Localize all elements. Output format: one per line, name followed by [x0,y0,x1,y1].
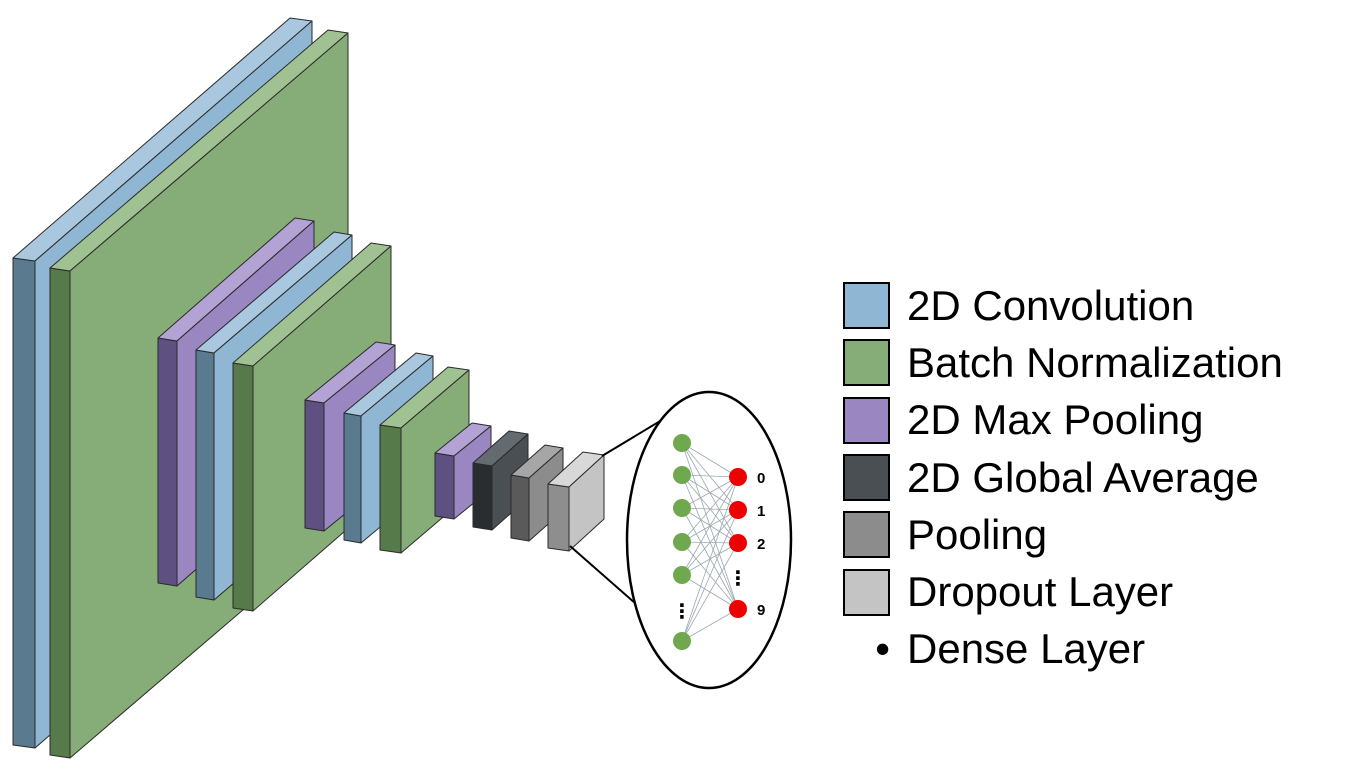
layer-side-face [49,267,71,759]
layer-side-face [343,412,362,544]
legend-item-gap: 2D Global Average [843,449,1353,506]
layer-side-face [434,452,455,520]
layer-side-face [195,349,215,601]
dense-output-label-2: 1 [757,503,765,520]
dense-output-label-4: 9 [757,602,765,619]
layer-side-face [232,362,254,612]
dense-zoom-callout: 0 1 2 9 ⋮ ⋮ [569,390,793,690]
legend-label-batchnorm: Batch Normalization [907,338,1283,386]
dense-input-node-3 [673,499,691,517]
dense-connection [681,509,739,642]
layer-side-face [304,399,325,532]
layer-stack [12,17,605,759]
legend-label-gap: 2D Global Average [907,453,1259,501]
dense-input-node-5 [673,566,691,584]
legend-item-dense: • Dense Layer [843,621,1353,678]
layer-side-face [379,424,402,554]
legend-label-dense: Dense Layer [907,625,1146,673]
dense-connection [681,442,739,511]
legend-swatch-batchnorm [843,339,890,387]
dense-output-node-4 [729,600,747,618]
dense-output-ellipsis: ⋮ [728,566,748,590]
legend-label-pooling: Pooling [907,510,1048,558]
dense-connection [681,509,739,576]
layer-side-face [510,474,530,542]
dense-output-node-2 [729,501,747,519]
legend-swatch-dropout [843,568,890,616]
dense-output-label-3: 2 [757,536,765,553]
dense-input-node-1 [673,434,691,452]
legend-swatch-conv [843,282,890,330]
dense-output-node-3 [729,534,747,552]
legend-item-pooling: Pooling [843,506,1353,563]
dense-output-label-1: 0 [757,470,765,487]
legend: 2D Convolution Batch Normalization 2D Ma… [843,277,1353,678]
layer-side-face [547,483,570,552]
dense-connection [681,542,739,642]
dense-connection [681,476,739,509]
legend-item-dropout: Dropout Layer [843,563,1353,620]
legend-item-batchnorm: Batch Normalization [843,334,1353,391]
dense-connection [681,476,739,576]
dense-input-node-2 [673,466,691,484]
layer-front-face [568,454,605,552]
legend-swatch-maxpool [843,396,890,444]
dense-output-node-1 [729,468,747,486]
legend-swatch-pooling [843,511,890,559]
legend-item-conv: 2D Convolution [843,277,1353,334]
dense-connection [681,442,739,544]
dense-connection [681,608,739,642]
legend-label-dropout: Dropout Layer [907,568,1174,616]
legend-label-conv: 2D Convolution [907,281,1195,329]
legend-bullet-dense: • [875,625,890,673]
dense-input-ellipsis: ⋮ [672,599,692,623]
dense-connection [681,442,739,478]
layer-side-face [12,257,36,749]
dense-connection [681,476,739,543]
dense-input-node-6 [673,632,691,650]
legend-swatch-gap [843,454,890,502]
dense-network: 0 1 2 9 ⋮ ⋮ [672,434,765,650]
dense-connection [681,474,739,478]
layer-side-face [157,337,178,587]
dense-input-node-4 [673,533,691,551]
legend-item-maxpool: 2D Max Pooling [843,392,1353,449]
layer-dropout-12 [547,451,605,552]
legend-label-maxpool: 2D Max Pooling [907,396,1204,444]
dense-connection [681,476,739,642]
layer-side-face [472,462,493,531]
